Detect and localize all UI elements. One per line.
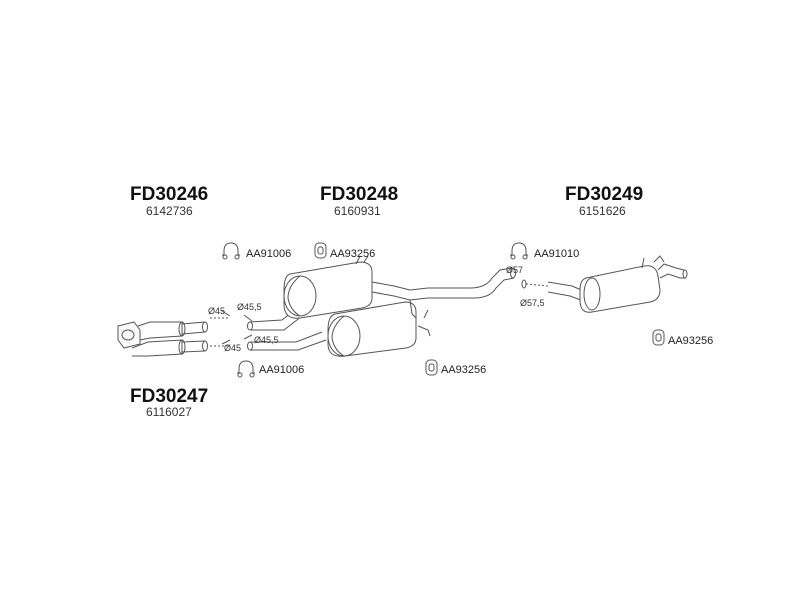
dimension-d57: Ø57 bbox=[506, 265, 524, 275]
dimension-d45-bottom: Ø45 bbox=[224, 343, 242, 353]
u-clamp-icon bbox=[237, 360, 255, 378]
mount-label-aa93256-bottom: AA93256 bbox=[441, 364, 487, 376]
dimension-d45-5-bottom: Ø45,5 bbox=[254, 335, 279, 345]
group-number-6151626: 6151626 bbox=[579, 204, 626, 218]
dimension-d45-5-top: Ø45,5 bbox=[237, 302, 262, 312]
rubber-mount-icon bbox=[314, 242, 327, 259]
clamp-label-aa91010: AA91010 bbox=[534, 248, 580, 260]
front-pipe-part bbox=[117, 321, 208, 357]
group-code-fd30247: FD30247 bbox=[130, 386, 209, 407]
rubber-mount-icon bbox=[652, 329, 665, 346]
u-clamp-icon bbox=[222, 242, 240, 260]
rear-silencer-part bbox=[521, 255, 688, 313]
mount-label-aa93256-right: AA93256 bbox=[668, 335, 714, 347]
group-number-6116027: 6116027 bbox=[146, 405, 192, 419]
clamp-label-aa91006-bottom: AA91006 bbox=[259, 364, 305, 376]
connector-tubes bbox=[210, 310, 253, 347]
group-code-fd30246: FD30246 bbox=[130, 184, 209, 205]
rubber-mount-icon bbox=[425, 359, 438, 376]
dimension-d57-5: Ø57,5 bbox=[520, 298, 545, 308]
group-code-fd30249: FD30249 bbox=[565, 184, 644, 205]
group-number-6142736: 6142736 bbox=[146, 204, 193, 218]
mount-label-aa93256-top: AA93256 bbox=[330, 248, 376, 260]
middle-silencer-part bbox=[247, 255, 516, 357]
clamp-label-aa91006-top: AA91006 bbox=[246, 248, 292, 260]
group-code-fd30248: FD30248 bbox=[320, 184, 399, 205]
dimension-d45-top: Ø45 bbox=[208, 306, 226, 316]
u-clamp-icon bbox=[510, 242, 528, 260]
group-number-6160931: 6160931 bbox=[334, 204, 381, 218]
